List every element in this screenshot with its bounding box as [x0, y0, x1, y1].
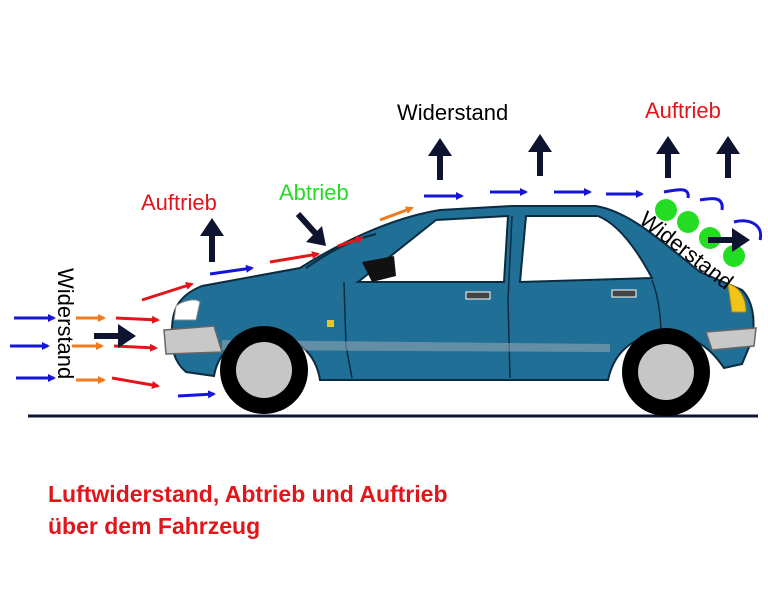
- car: [163, 205, 757, 416]
- rear-wheel: [622, 328, 710, 416]
- rear-bumper: [704, 327, 757, 351]
- rear-lift-arrow: [656, 136, 680, 178]
- front-wheel: [220, 326, 308, 414]
- door-line: [507, 215, 513, 379]
- side-mirror: [362, 256, 396, 282]
- flow-arrow: [379, 206, 414, 222]
- flow-arrow: [177, 390, 216, 399]
- flow-arrow: [111, 376, 160, 389]
- caption-line-2: über dem Fahrzeug: [48, 513, 261, 539]
- incoming-flow: [10, 314, 216, 399]
- roof-up-arrow: [528, 134, 552, 176]
- vortex-curl: [663, 188, 690, 199]
- headlight: [173, 299, 201, 321]
- drag-arrow-rear: [708, 228, 750, 252]
- label-auftrieb-rear: Auftrieb: [645, 98, 721, 123]
- flow-arrow: [337, 236, 364, 248]
- flow-arrow: [113, 343, 158, 352]
- caption: Luftwiderstand, Abtrieb und Auftrieb übe…: [48, 478, 448, 542]
- force-arrows: [94, 134, 750, 348]
- label-widerstand-roof: Widerstand: [397, 100, 508, 125]
- rear-side-window: [518, 215, 654, 284]
- door-handle: [611, 289, 637, 298]
- vortex-ball: [677, 211, 699, 233]
- rear-lift-arrow: [716, 136, 740, 178]
- door-handle: [465, 291, 491, 300]
- label-auftrieb-hood: Auftrieb: [141, 190, 217, 215]
- side-trim: [222, 340, 610, 352]
- rear-turbulence: [655, 188, 763, 267]
- flow-arrow: [209, 264, 254, 276]
- downforce-arrow: [295, 211, 326, 246]
- flow-arrow: [115, 315, 160, 324]
- roof-up-arrow: [428, 138, 452, 180]
- label-abtrieb: Abtrieb: [279, 180, 349, 205]
- flow-arrow: [269, 251, 320, 264]
- vortex-ball: [723, 245, 745, 267]
- front-side-window: [355, 214, 510, 283]
- windshield: [305, 233, 377, 269]
- lift-arrow-hood: [200, 218, 224, 262]
- hood-flow: [141, 206, 414, 302]
- label-widerstand-front: Widerstand: [53, 268, 78, 379]
- vortex-ball: [655, 199, 677, 221]
- front-bumper: [163, 325, 224, 355]
- tail-light: [727, 283, 747, 313]
- flow-arrow: [141, 282, 194, 302]
- roof-flow: [424, 188, 644, 200]
- vortex-curl: [733, 219, 763, 241]
- side-indicator: [327, 320, 334, 327]
- caption-line-1: Luftwiderstand, Abtrieb und Auftrieb: [48, 481, 448, 507]
- drag-arrow-front: [94, 324, 136, 348]
- vortex-curl: [699, 197, 724, 211]
